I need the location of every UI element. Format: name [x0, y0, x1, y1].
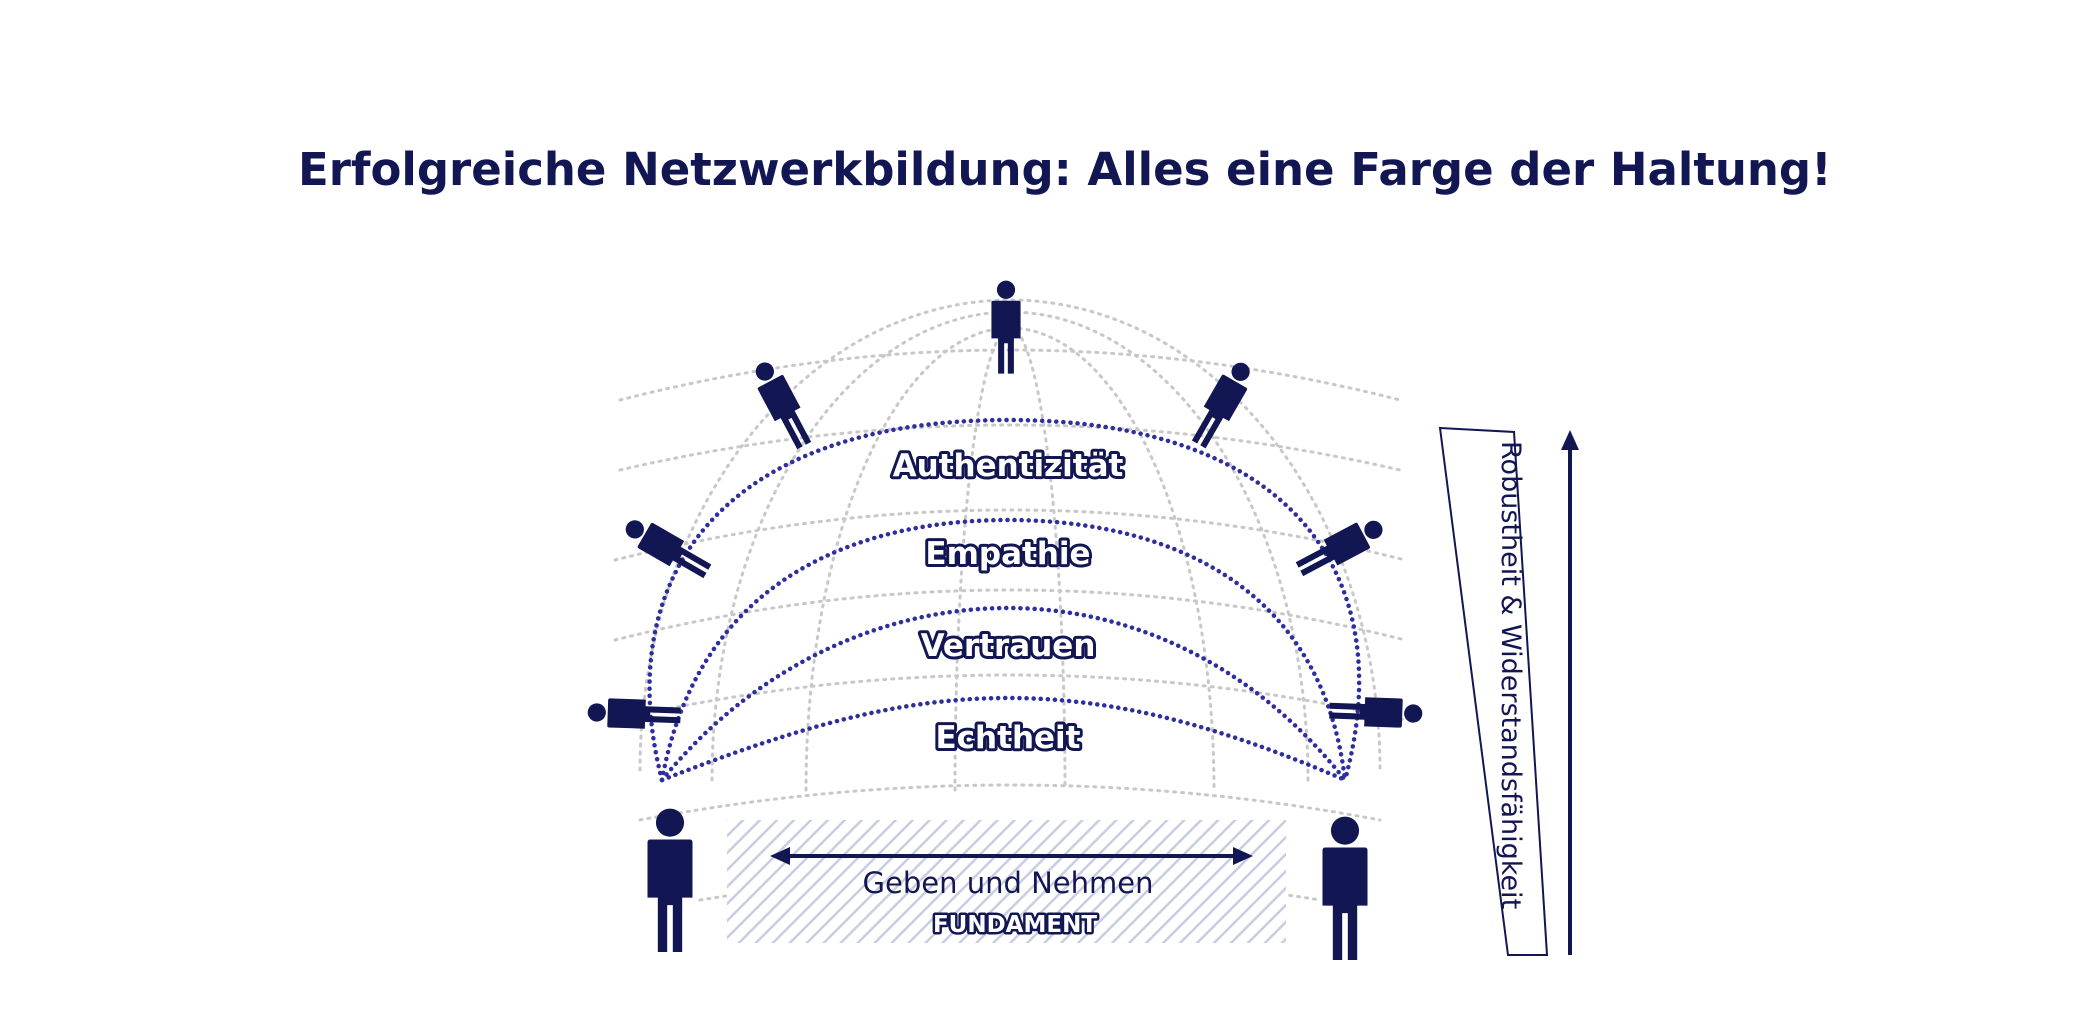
arc-vertrauen	[659, 605, 1348, 783]
double-arrow-icon	[770, 847, 1253, 865]
exchange-label: Geben und Nehmen	[863, 866, 1154, 900]
person-icon	[1328, 696, 1423, 729]
person-icon	[587, 697, 682, 730]
person-icon	[1186, 356, 1258, 452]
layer-label-vertrauen: Vertrauen	[921, 628, 1096, 664]
arc-echtheit	[659, 695, 1348, 783]
person-icon	[1322, 816, 1368, 960]
robustness-label: Robustheit & Widerstandsfähigkeit	[1495, 441, 1526, 909]
person-icon	[991, 280, 1021, 374]
page-title: Erfolgreiche Netzwerkbildung: Alles eine…	[298, 143, 1832, 196]
layer-label-echtheit: Echtheit	[936, 720, 1081, 756]
arc-authentizitaet	[647, 417, 1362, 783]
arc-empathie	[659, 517, 1348, 783]
foundation-box	[727, 820, 1286, 943]
person-icon	[747, 356, 818, 453]
person-icon	[647, 808, 693, 952]
layer-label-empathie: Empathie	[925, 536, 1090, 572]
layer-arcs	[647, 417, 1362, 783]
foundation-label: FUNDAMENT	[933, 912, 1097, 938]
layer-label-authentizitaet: Authentizität	[893, 448, 1124, 484]
person-icon	[1292, 512, 1389, 583]
person-icon	[619, 512, 715, 584]
robustness-arrow	[1561, 430, 1579, 955]
robustness-scale-bar	[1438, 426, 1549, 956]
globe-grid	[613, 298, 1407, 902]
